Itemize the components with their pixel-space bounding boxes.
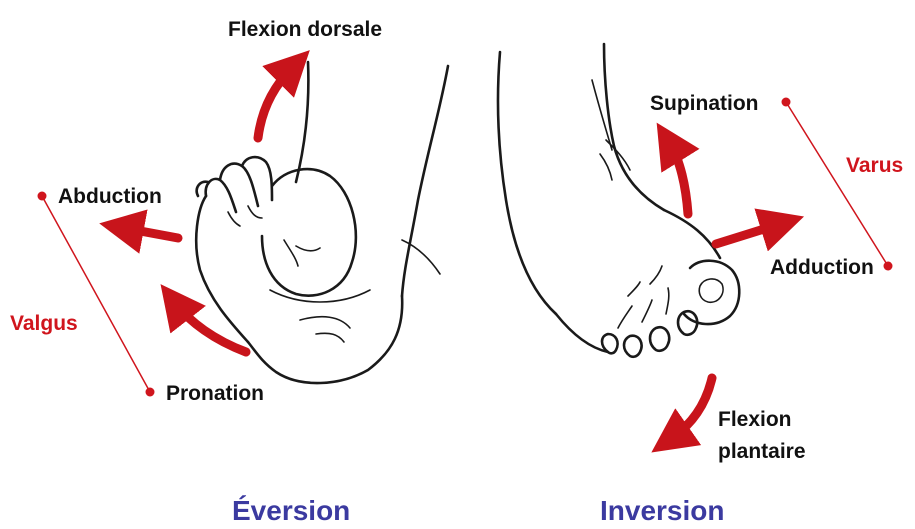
supination-arrow [670, 144, 688, 214]
label-flexion-plantaire-line2: plantaire [718, 440, 806, 463]
varus-bracket [782, 98, 893, 271]
label-flexion-plantaire-line1: Flexion [718, 408, 792, 431]
label-supination: Supination [650, 92, 759, 115]
label-varus: Varus [846, 154, 903, 177]
flexion-dorsale-arrow [258, 68, 292, 138]
label-valgus: Valgus [10, 312, 78, 335]
left-foot-drawing [196, 62, 448, 383]
valgus-bracket [38, 192, 155, 397]
flexion-plantaire-arrow [672, 378, 712, 438]
label-flexion-dorsale: Flexion dorsale [228, 18, 382, 41]
title-inversion: Inversion [600, 495, 724, 526]
abduction-arrow [124, 228, 178, 238]
right-foot-drawing [498, 44, 739, 357]
label-pronation: Pronation [166, 382, 264, 405]
adduction-arrow [716, 224, 780, 244]
label-abduction: Abduction [58, 185, 162, 208]
title-eversion: Éversion [232, 495, 350, 526]
label-adduction: Adduction [770, 256, 874, 279]
